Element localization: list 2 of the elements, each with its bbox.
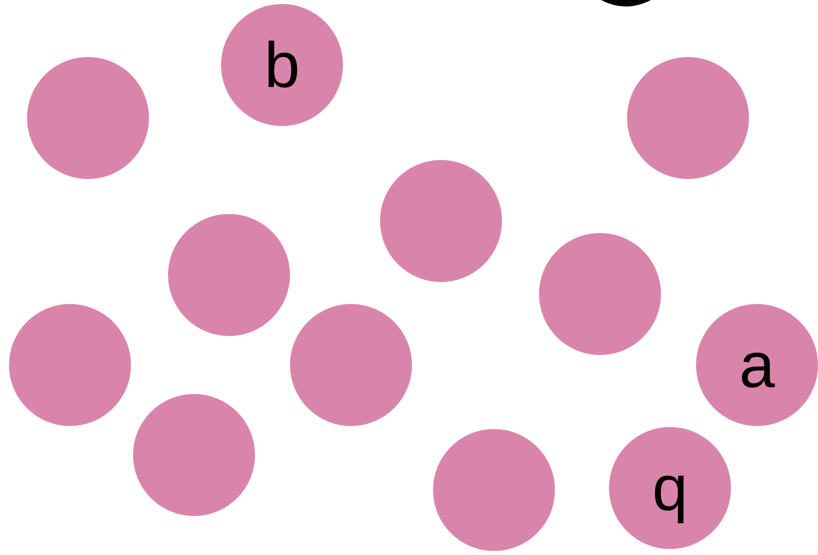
- letter-label: a: [739, 333, 775, 397]
- letter-label: b: [264, 33, 300, 97]
